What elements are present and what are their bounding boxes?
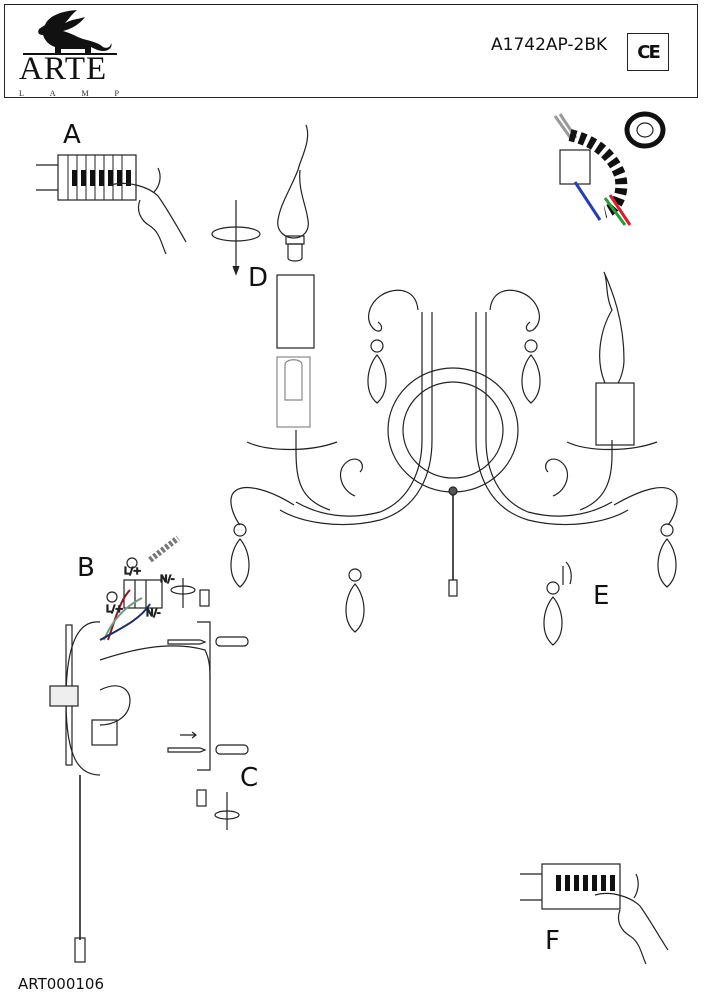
document-code: ART000106	[18, 975, 105, 993]
rotate-arrow-icon	[211, 200, 261, 276]
crystal-pendant-icon	[345, 568, 365, 633]
wall-sconce	[230, 271, 678, 597]
wall-plug-icon	[215, 636, 249, 647]
step-label-f: F	[545, 926, 560, 956]
screw-icon	[167, 639, 207, 645]
model-number: A1742AP-2BK	[491, 35, 608, 55]
brand-sub-letter: P	[114, 89, 119, 98]
screw-icon	[167, 747, 207, 753]
screw-icon	[196, 789, 207, 807]
header-frame: ARTE L A M P A1742AP-2BK CE	[4, 4, 698, 98]
winged-lion-logo	[23, 10, 117, 55]
circuit-breaker-off-icon	[36, 154, 187, 255]
brand-wordmark: ARTE	[19, 51, 108, 87]
step-label-e: E	[593, 581, 610, 611]
brand-sub-letter: L	[19, 89, 24, 98]
flame-bulb-icon	[277, 124, 309, 262]
crystal-pendant-icon	[230, 523, 250, 588]
brand-sub-letter: A	[49, 89, 56, 98]
crystal-pendant-icon	[521, 339, 541, 404]
wire-label-live: L/+	[106, 604, 123, 615]
step-label-a: A	[63, 120, 81, 150]
wall-plate-side-icon	[49, 621, 211, 963]
terminal-block-icon	[99, 535, 180, 641]
screw-icon	[199, 589, 210, 607]
crystal-pendant-icon	[543, 581, 563, 646]
insulating-tape-icon	[553, 111, 666, 226]
rotate-arrow-icon	[214, 792, 240, 830]
crystal-pendant-icon	[367, 339, 387, 404]
step-label-c: C	[240, 763, 259, 793]
wall-plug-icon	[215, 744, 249, 755]
hook-arrow-icon	[562, 561, 572, 585]
brand-subtitle: L A M P	[19, 89, 119, 98]
mounting-bracket-icon	[197, 621, 211, 771]
wire-label-neutral: N/-	[146, 608, 161, 619]
step-label-b: B	[77, 553, 95, 583]
wire-label-live: L/+	[124, 566, 141, 577]
ce-mark-icon: CE	[627, 33, 669, 71]
candle-sleeve-icon	[276, 274, 315, 428]
wire-label-neutral: N/-	[160, 574, 175, 585]
circuit-breaker-on-icon	[520, 863, 669, 965]
brand-sub-letter: M	[81, 89, 89, 98]
rotate-arrow-icon	[170, 578, 196, 608]
arrow-right-icon	[180, 731, 197, 739]
step-label-d: D	[248, 263, 269, 293]
crystal-pendant-icon	[657, 523, 677, 588]
